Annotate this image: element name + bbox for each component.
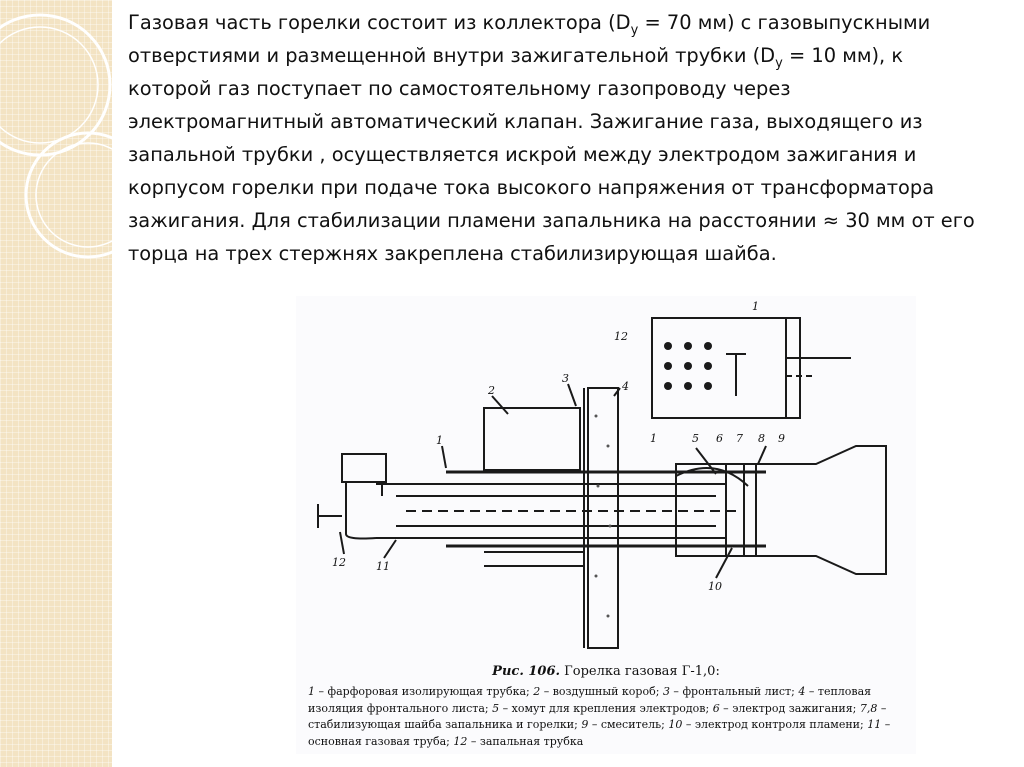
label-part-11: 11 <box>376 560 390 573</box>
label-part-5: 5 <box>692 432 699 445</box>
label-part-3: 3 <box>562 372 569 385</box>
decorative-side-band <box>0 0 112 767</box>
slide-paragraph: Газовая часть горелки состоит из коллект… <box>128 11 975 265</box>
label-part-12-top: 12 <box>614 330 628 343</box>
label-part-1-left: 1 <box>436 434 443 447</box>
label-part-12-bottom: 12 <box>332 556 346 569</box>
inset-detail-box <box>651 317 801 419</box>
decorative-rings <box>0 13 130 259</box>
label-part-2: 2 <box>487 384 495 397</box>
label-part-10: 10 <box>708 580 722 593</box>
label-part-9: 9 <box>778 432 785 445</box>
inset-holes <box>664 342 712 390</box>
figure-legend: 1 – фарфоровая изолирующая трубка; 2 – в… <box>308 685 891 748</box>
insulation-dots <box>594 414 612 618</box>
gas-inlet <box>341 453 387 483</box>
burner-drawing: 1 12 2 3 4 1 1 5 6 7 8 9 10 11 12 <box>317 300 887 649</box>
label-part-1-top: 1 <box>752 300 759 313</box>
label-part-7: 7 <box>736 432 743 445</box>
label-part-1-mid: 1 <box>650 432 657 445</box>
burner-figure: 1 12 2 3 4 1 1 5 6 7 8 9 10 11 12 Рис. 1… <box>296 296 916 754</box>
label-part-4: 4 <box>621 380 629 393</box>
label-part-6: 6 <box>716 432 723 445</box>
air-box <box>483 407 581 471</box>
front-plate <box>587 387 619 649</box>
figure-caption: Рис. 106. Горелка газовая Г-1,0: <box>492 664 720 679</box>
mixer-cone <box>756 445 887 575</box>
label-part-8: 8 <box>758 432 765 445</box>
burner-head <box>675 463 757 557</box>
